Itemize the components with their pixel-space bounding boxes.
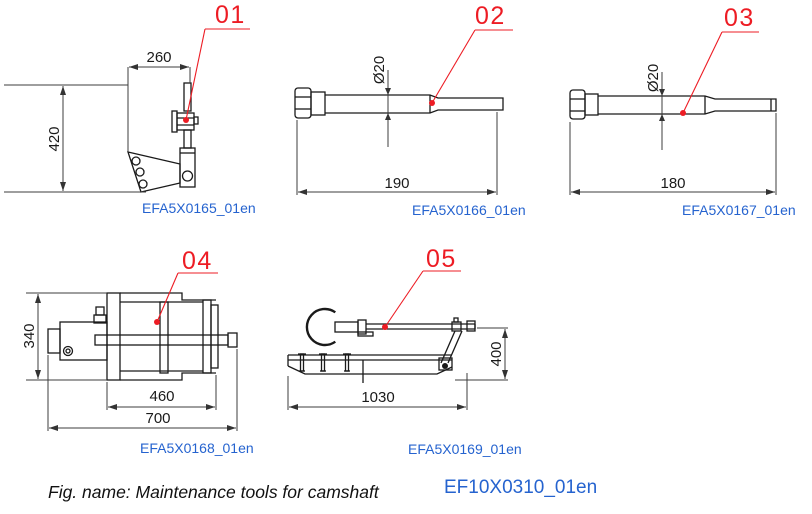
tool-04-callout-leader bbox=[154, 272, 218, 325]
tool-03-dim-diameter: Ø20 bbox=[645, 64, 662, 92]
tool-05-dim-length: 1030 bbox=[361, 389, 394, 406]
tool-02-outline bbox=[294, 87, 504, 119]
tool-04-dim-body-length: 460 bbox=[149, 388, 174, 405]
tool-05-dimensions: 1030 400 bbox=[287, 327, 508, 410]
tool-01-outline bbox=[127, 82, 199, 193]
tool-04-cell: 340 460 700 04 EFA5X0168_01en bbox=[20, 245, 265, 460]
tool-05-outline bbox=[287, 307, 476, 383]
tool-04-dim-height: 340 bbox=[21, 323, 38, 348]
tool-01-dimensions: 260 420 bbox=[4, 49, 191, 193]
tool-03-drawing: Ø20 180 bbox=[569, 31, 777, 195]
tool-01-callout-leader bbox=[183, 28, 250, 123]
tool-04-outline bbox=[47, 292, 238, 381]
tool-01-dim-height: 420 bbox=[46, 126, 63, 151]
tool-01-drawing: 260 420 bbox=[4, 28, 250, 193]
tool-05-callout-leader bbox=[382, 270, 461, 330]
tool-02-dim-length: 190 bbox=[384, 175, 409, 192]
tool-04-part-code: EFA5X0168_01en bbox=[140, 440, 254, 456]
figure-caption: Fig. name: Maintenance tools for camshaf… bbox=[48, 482, 379, 502]
tool-05-part-code: EFA5X0169_01en bbox=[408, 441, 522, 457]
tool-01-cell: 260 420 01 EFA5X0165_01en bbox=[0, 0, 265, 225]
tool-02-part-code: EFA5X0166_01en bbox=[412, 202, 526, 218]
tool-02-callout-number: 02 bbox=[475, 2, 506, 30]
tool-01-callout-number: 01 bbox=[215, 1, 246, 29]
tool-05-callout-number: 05 bbox=[426, 245, 457, 273]
tool-03-cell: Ø20 180 03 EFA5X0167_01en bbox=[560, 0, 812, 225]
tool-01-dim-width: 260 bbox=[146, 49, 171, 66]
tool-03-callout-leader bbox=[680, 31, 759, 116]
tool-03-outline bbox=[569, 89, 777, 120]
tool-01-part-code: EFA5X0165_01en bbox=[142, 200, 256, 216]
tool-02-cell: Ø20 190 02 EFA5X0166_01en bbox=[285, 0, 545, 225]
tool-02-callout-leader bbox=[429, 29, 513, 106]
tool-05-drawing: 1030 400 bbox=[287, 270, 508, 410]
tool-04-dimensions: 340 460 700 bbox=[21, 292, 238, 431]
tool-05-dim-height: 400 bbox=[488, 341, 505, 366]
tool-04-callout-number: 04 bbox=[182, 247, 213, 275]
tool-03-part-code: EFA5X0167_01en bbox=[682, 202, 796, 218]
tool-04-dim-length: 700 bbox=[145, 410, 170, 427]
tool-03-dim-length: 180 bbox=[660, 175, 685, 192]
tool-02-drawing: Ø20 190 bbox=[294, 29, 513, 195]
tool-04-drawing: 340 460 700 bbox=[21, 272, 238, 431]
tool-05-cell: 1030 400 05 EFA5X0169_01en bbox=[275, 245, 620, 460]
tool-03-callout-number: 03 bbox=[724, 4, 755, 32]
tool-02-dim-diameter: Ø20 bbox=[371, 56, 388, 84]
tool-03-dimensions: Ø20 180 bbox=[569, 64, 777, 195]
figure-doc-code: EF10X0310_01en bbox=[444, 477, 598, 498]
tool-02-dimensions: Ø20 190 bbox=[296, 56, 498, 195]
